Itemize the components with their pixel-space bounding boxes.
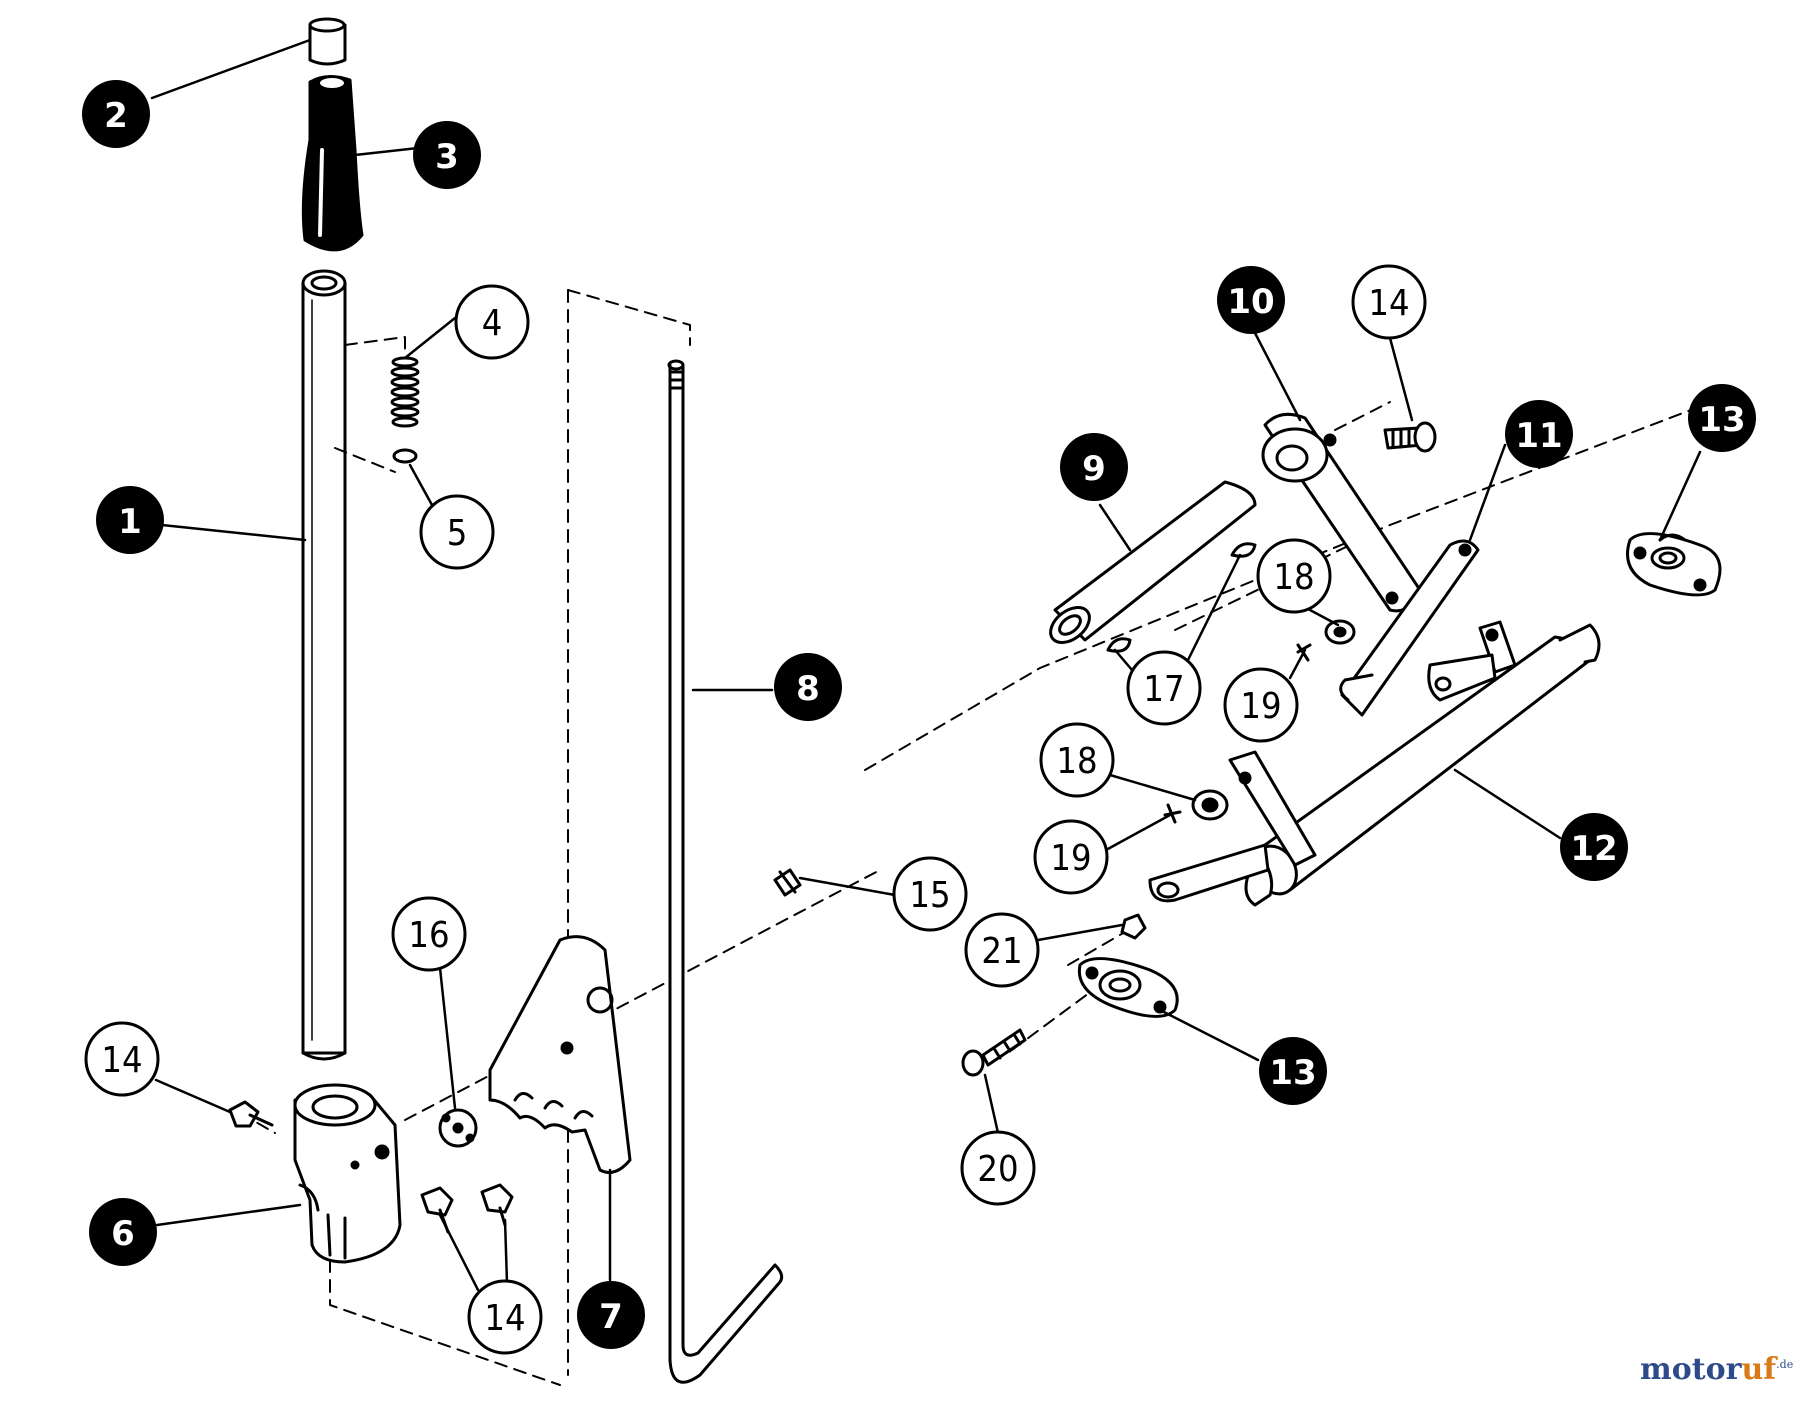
part-shaft-12 [1148,620,1601,907]
callout-c9: 9 [1060,433,1128,501]
callout-c8: 8 [774,653,842,721]
callout-label: 5 [447,513,468,554]
callout-c14a: 14 [1351,264,1427,340]
callout-c13b: 13 [1259,1037,1327,1105]
part-nut-21 [1120,913,1147,940]
part-pin-19-lower [1163,803,1182,824]
part-shaft-9 [1049,480,1257,644]
callout-c2: 2 [82,80,150,148]
leader-lines [150,38,1702,1292]
callout-label: 4 [482,303,503,344]
callout-c17: 17 [1126,650,1202,726]
callout-c4: 4 [454,284,530,360]
callout-c12: 12 [1560,813,1628,881]
part-link-11 [1339,539,1480,717]
watermark-logo: motoruf.de [1640,1352,1794,1387]
callout-label: 21 [981,931,1022,972]
callout-c14b: 14 [84,1021,160,1097]
part-grip-3 [301,75,364,252]
part-bolt-14-mid [420,1186,454,1234]
part-screw-14-upper [1383,421,1437,453]
callout-c1: 1 [96,486,164,554]
callout-c6: 6 [89,1198,157,1266]
callout-label: 16 [408,915,449,956]
callout-layer: 1234567891011121313141414151617181819192… [82,80,1756,1355]
callout-c11: 11 [1505,400,1573,468]
part-clip-15 [773,868,802,897]
callout-c13a: 13 [1688,384,1756,452]
callout-label: 3 [435,137,459,177]
callout-c5: 5 [419,494,495,570]
part-lever-10 [1261,412,1422,613]
callout-label: 19 [1050,838,1091,879]
callout-label: 18 [1056,741,1097,782]
callout-label: 11 [1515,416,1562,456]
part-flange-13-upper [1626,532,1722,597]
callout-label: 1 [118,502,142,542]
part-washer-5 [392,448,418,464]
part-spring-4 [390,356,420,428]
callout-label: 13 [1698,400,1745,440]
callout-c3: 3 [413,121,481,189]
part-bolt-14-right [480,1183,514,1227]
callout-c15: 15 [892,856,968,932]
callout-label: 2 [104,96,128,136]
part-flange-13-lower [1077,957,1179,1018]
part-tube-1 [301,269,347,1061]
callout-label: 13 [1269,1053,1316,1093]
callout-c20: 20 [960,1130,1036,1206]
callout-label: 15 [909,875,950,916]
part-screw-20 [961,1028,1027,1077]
callout-label: 12 [1570,829,1617,869]
part-cap-2 [308,17,347,66]
callout-c18a: 18 [1256,538,1332,614]
callout-c7: 7 [577,1281,645,1349]
callout-label: 18 [1273,557,1314,598]
callout-c19a: 19 [1223,667,1299,743]
part-knob-16 [438,1108,478,1148]
callout-c18b: 18 [1039,722,1115,798]
part-key-17-b [1230,542,1257,558]
callout-label: 20 [977,1149,1018,1190]
callout-label: 10 [1227,282,1274,322]
callout-c19b: 19 [1033,819,1109,895]
callout-c10: 10 [1217,266,1285,334]
callout-label: 19 [1240,686,1281,727]
callout-label: 14 [1368,283,1409,324]
callout-label: 9 [1082,449,1106,489]
callout-label: 7 [599,1297,623,1337]
callout-label: 6 [111,1214,135,1254]
callout-c16: 16 [391,896,467,972]
callout-label: 8 [796,669,820,709]
callout-c21: 21 [964,912,1040,988]
part-block-6 [293,1083,402,1264]
assembly-lines [239,289,1731,1386]
part-key-17-a [1106,637,1132,653]
callout-label: 17 [1143,669,1184,710]
part-rod-8 [667,359,784,1384]
part-bracket-7 [488,935,632,1174]
callout-label: 14 [101,1040,142,1081]
part-bolt-14-left [228,1100,274,1128]
callout-c14c: 14 [467,1279,543,1355]
callout-label: 14 [484,1298,525,1339]
